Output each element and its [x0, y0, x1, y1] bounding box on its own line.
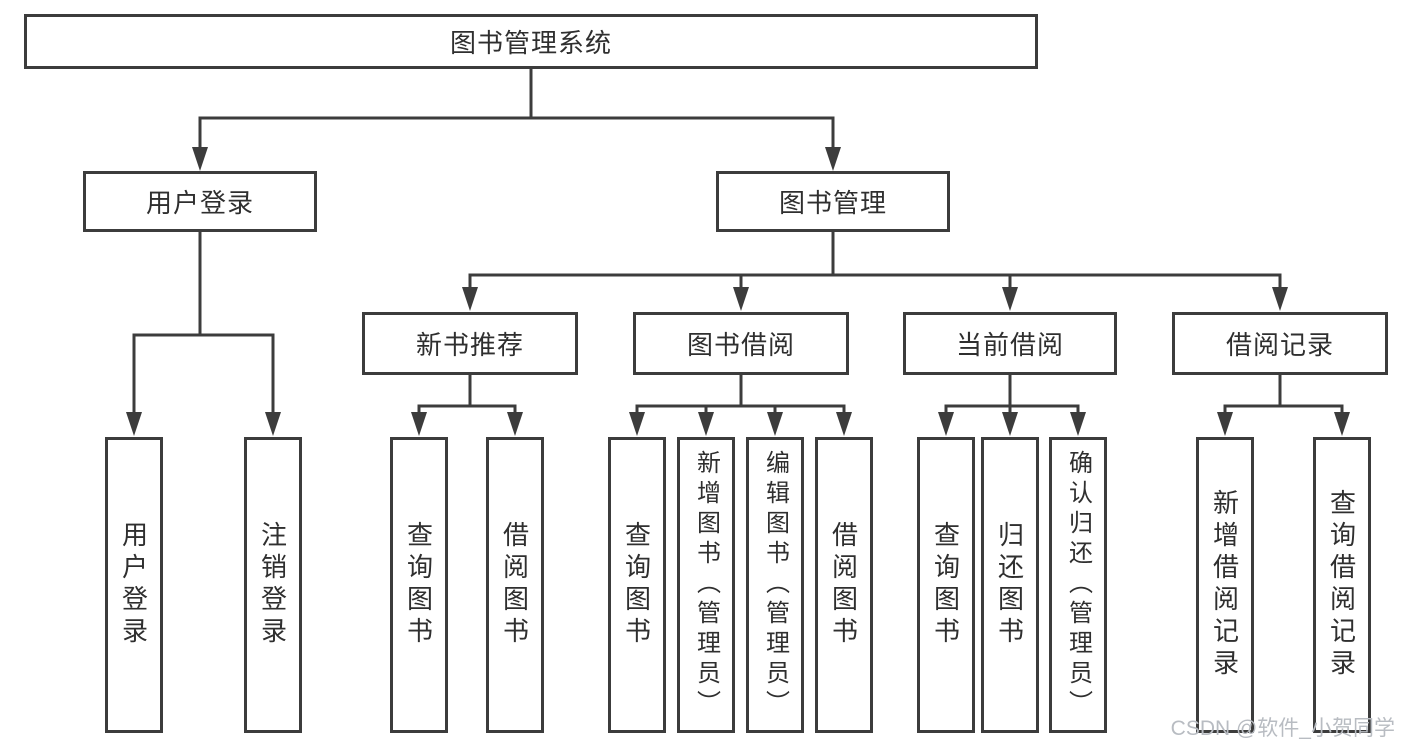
leaf-confirm-return-admin: 确认归还（管理员）: [1049, 437, 1107, 733]
node-borrowing-records: 借阅记录: [1172, 312, 1388, 375]
node-new-book-recommendation: 新书推荐: [362, 312, 578, 375]
leaf-query-books-2: 查询图书: [608, 437, 666, 733]
leaf-add-book-admin: 新增图书（管理员）: [677, 437, 735, 733]
leaf-logout: 注销登录: [244, 437, 302, 733]
leaf-borrow-books-1: 借阅图书: [486, 437, 544, 733]
leaf-return-book: 归还图书: [981, 437, 1039, 733]
node-user-login: 用户登录: [83, 171, 317, 232]
leaf-user-login: 用户登录: [105, 437, 163, 733]
leaf-add-borrow-record: 新增借阅记录: [1196, 437, 1254, 733]
leaf-query-borrow-record: 查询借阅记录: [1313, 437, 1371, 733]
node-library-management-system: 图书管理系统: [24, 14, 1038, 69]
leaf-borrow-books-2: 借阅图书: [815, 437, 873, 733]
leaf-query-books-1: 查询图书: [390, 437, 448, 733]
node-current-borrowing: 当前借阅: [903, 312, 1117, 375]
node-book-borrowing: 图书借阅: [633, 312, 849, 375]
leaf-query-books-3: 查询图书: [917, 437, 975, 733]
watermark: CSDN @软件_小贺同学: [1170, 717, 1395, 740]
leaf-edit-book-admin: 编辑图书（管理员）: [746, 437, 804, 733]
node-book-management: 图书管理: [716, 171, 950, 232]
